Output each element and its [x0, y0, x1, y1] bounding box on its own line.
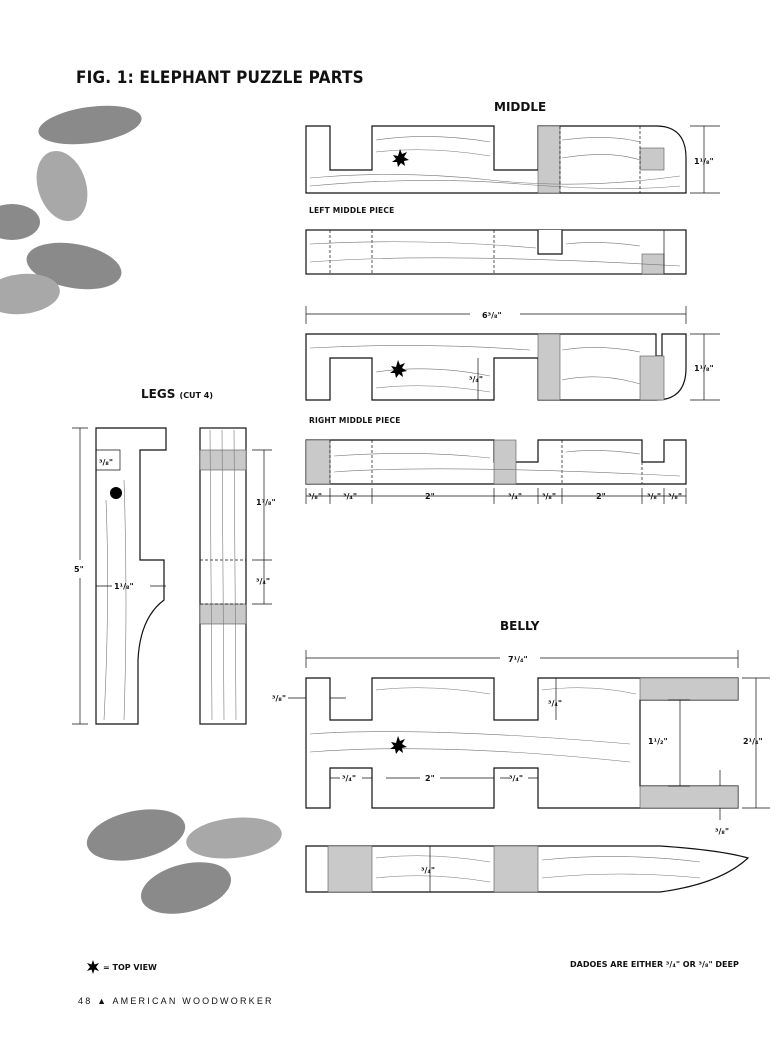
belly-side-view: ³/₄" — [305, 845, 750, 893]
top-view-legend: = TOP VIEW — [86, 960, 157, 974]
section-label-belly: BELLY — [500, 619, 540, 633]
middle-top-view: 1¹/₈" — [305, 125, 720, 194]
dado-note: DADOES ARE EITHER ³/₄" OR ³/₈" DEEP — [570, 960, 739, 969]
legs-length-dim: 5" — [74, 565, 84, 574]
belly-top-view: ³/₈" ³/₄" 1¹/₂" 2¹/₄" ³/₄" 2" ³/₄" ³/₈" — [272, 677, 770, 836]
belly-height-dim: 2¹/₄" — [743, 737, 763, 746]
belly-width-dimension: 7¹/₄" — [305, 650, 739, 668]
right-middle-dims: ³/₈" ³/₄" 2" ³/₄" ³/₈" 2" ³/₈" ³/₈" — [308, 492, 682, 501]
rm-dim-e: ³/₈" — [542, 492, 556, 501]
peanut-photo-bottom — [86, 809, 282, 914]
triangle-icon: ▲ — [97, 996, 109, 1006]
legs-a-dim: 1⁷/₈" — [256, 498, 276, 507]
rm-dim-h: ³/₈" — [668, 492, 682, 501]
left-middle-piece-label: LEFT MIDDLE PIECE — [309, 206, 395, 215]
belly-dim-a: ³/₄" — [342, 774, 356, 783]
peanut-photo-top — [0, 105, 142, 315]
belly-side-dim: ³/₄" — [421, 866, 435, 875]
right-middle-side — [305, 439, 687, 504]
belly-dim-c: ³/₄" — [509, 774, 523, 783]
belly-inner-height-dim: 1¹/₂" — [648, 737, 668, 746]
belly-width-dim: 7¹/₄" — [508, 655, 528, 664]
rm-dim-g: ³/₈" — [647, 492, 661, 501]
section-label-middle: MIDDLE — [494, 100, 547, 114]
starburst-icon — [87, 960, 99, 974]
middle-right-top-view: ³/₄" 1¹/₈" — [305, 333, 720, 401]
belly-dim-b: 2" — [425, 774, 435, 783]
rm-dim-b: ³/₄" — [343, 492, 357, 501]
legs-width-dim: 1¹/₈" — [114, 582, 134, 591]
page-footer: 48 ▲ AMERICAN WOODWORKER — [78, 996, 274, 1006]
leg-front-view: ³/₈" 5" 1¹/₈" — [72, 427, 167, 725]
middle-height-dim: 1¹/₈" — [694, 157, 714, 166]
belly-bottom-dim: ³/₈" — [715, 827, 729, 836]
figure-title: FIG. 1: ELEPHANT PUZZLE PARTS — [76, 68, 364, 88]
legs-b-dim: ³/₄" — [256, 577, 270, 586]
middle-width-dim: 6³/₈" — [482, 311, 502, 320]
left-middle-side — [305, 229, 687, 275]
belly-slot-depth-dim: ³/₄" — [548, 699, 562, 708]
legs-label: LEGS — [141, 387, 176, 401]
magazine-name: AMERICAN WOODWORKER — [112, 996, 274, 1006]
rm-dim-c: 2" — [425, 492, 435, 501]
section-label-legs: LEGS (CUT 4) — [141, 387, 213, 401]
legs-top-dim: ³/₈" — [99, 458, 113, 467]
middle-right-height-dim: 1¹/₈" — [694, 364, 714, 373]
leg-side-view: 1⁷/₈" ³/₄" — [199, 427, 276, 725]
page-number: 48 — [78, 996, 93, 1006]
middle-slot-dim: ³/₄" — [469, 375, 483, 384]
belly-left-dim: ³/₈" — [272, 694, 286, 703]
middle-width-dimension: 6³/₈" — [305, 306, 687, 324]
right-middle-piece-label: RIGHT MIDDLE PIECE — [309, 416, 401, 425]
rm-dim-f: 2" — [596, 492, 606, 501]
rm-dim-a: ³/₈" — [308, 492, 322, 501]
legend-text: = TOP VIEW — [103, 962, 157, 972]
legs-cut-note: (CUT 4) — [179, 391, 214, 400]
rm-dim-d: ³/₄" — [508, 492, 522, 501]
